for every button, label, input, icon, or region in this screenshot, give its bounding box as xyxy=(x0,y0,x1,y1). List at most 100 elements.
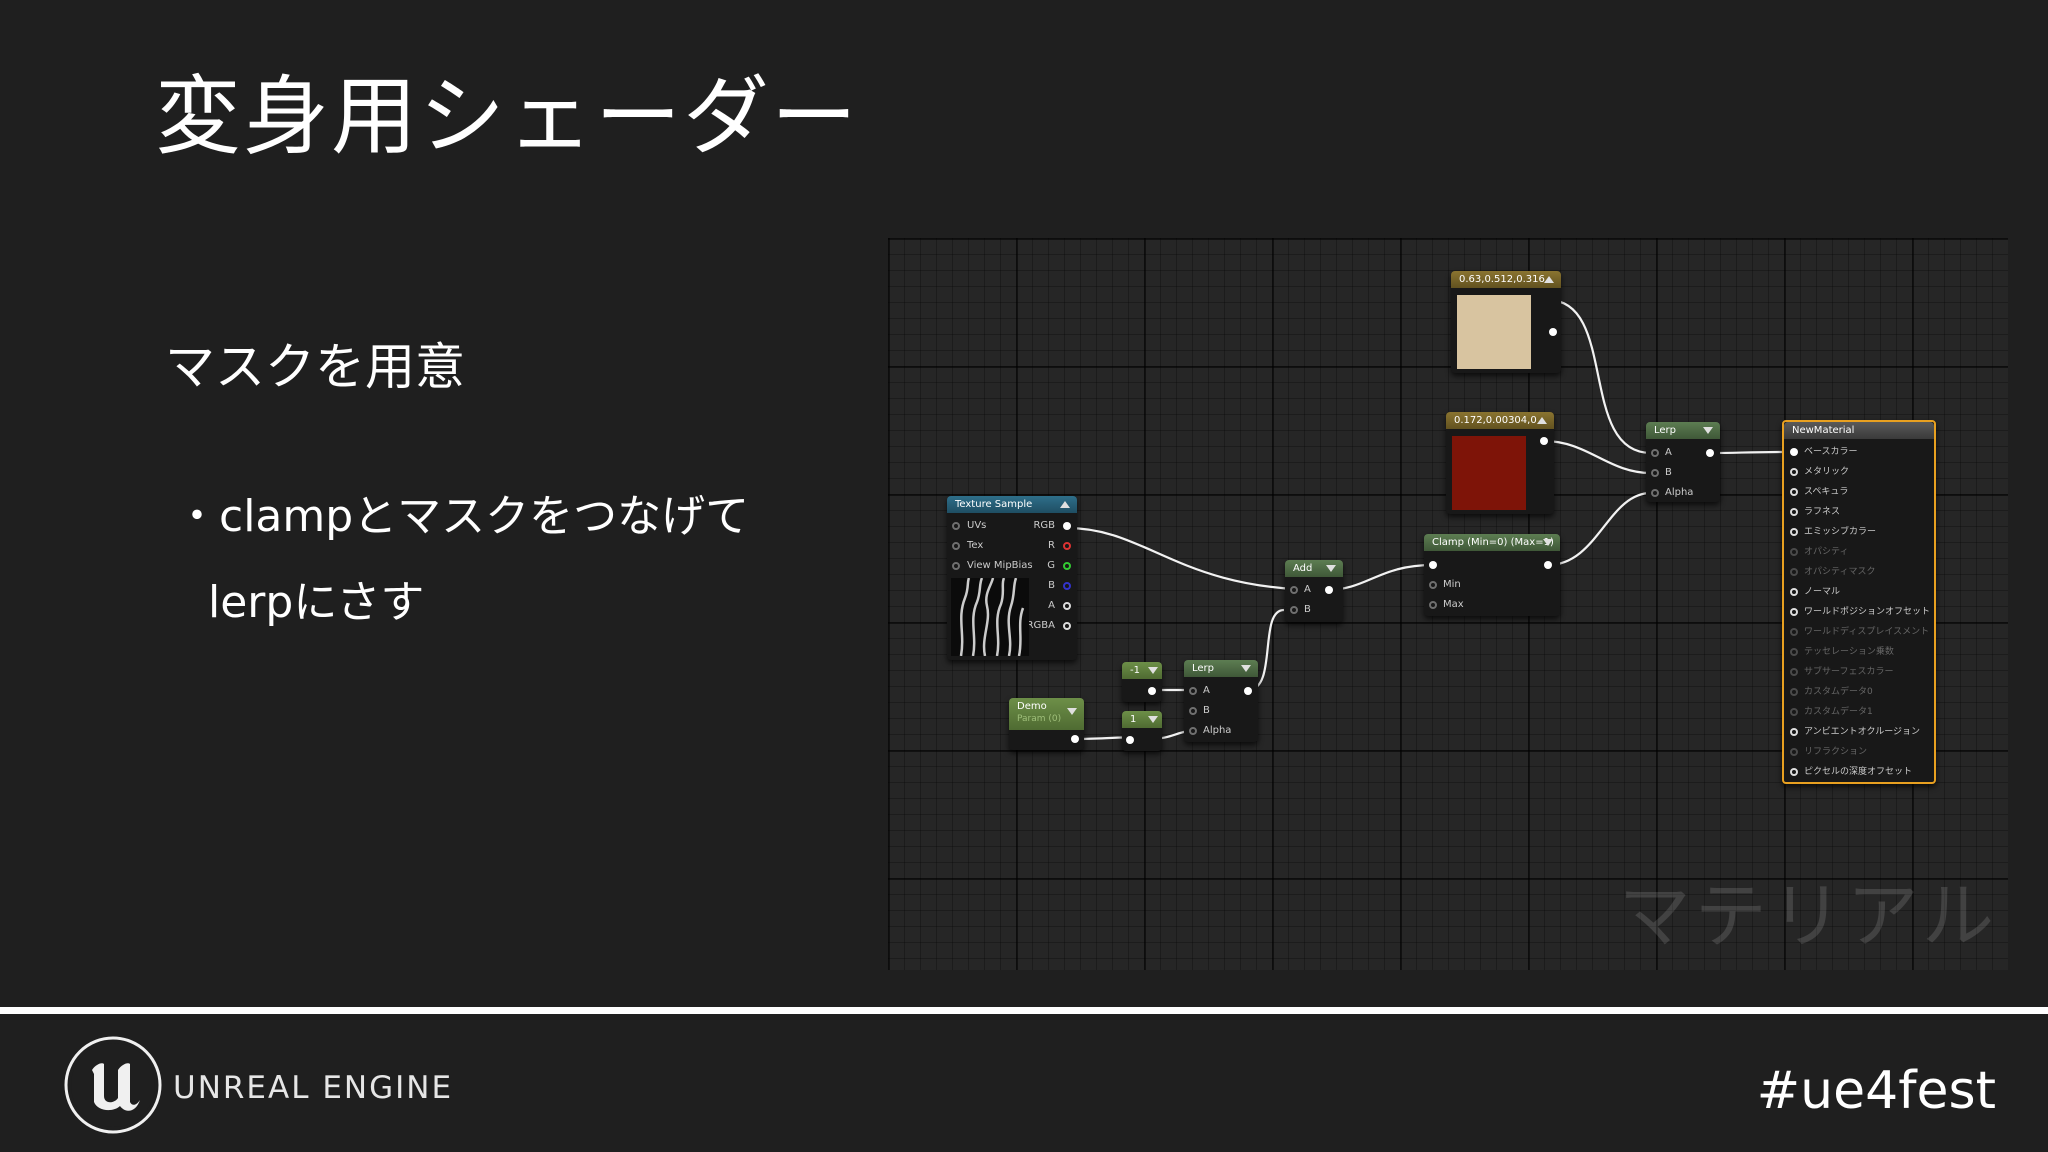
material-pin-label: オパシティ xyxy=(1804,547,1849,557)
input-pin-min-dot[interactable] xyxy=(1429,581,1437,589)
lerp-node-top[interactable]: Lerp A B Alpha xyxy=(1646,422,1720,502)
output-pin-rgb-dot[interactable] xyxy=(1063,522,1071,530)
output-pin-dot[interactable] xyxy=(1540,437,1548,445)
material-pin-label: ノーマル xyxy=(1804,587,1841,597)
collapse-arrow-icon[interactable] xyxy=(1148,667,1158,674)
pin-label-tex: Tex xyxy=(967,540,984,551)
input-pin-max-dot[interactable] xyxy=(1429,601,1437,609)
clamp-node[interactable]: Clamp (Min=0) (Max=1) Min Max xyxy=(1424,534,1560,616)
add-node[interactable]: Add A B xyxy=(1285,560,1343,622)
material-pin-dot[interactable] xyxy=(1790,608,1798,616)
input-pin-a-dot[interactable] xyxy=(1290,586,1298,594)
color-constant-node-1[interactable]: 0.63,0.512,0.316 xyxy=(1451,271,1561,373)
material-pin-dot[interactable] xyxy=(1790,568,1798,576)
node-title: Add xyxy=(1293,563,1313,574)
collapse-arrow-icon[interactable] xyxy=(1067,708,1077,715)
output-pin-a-dot[interactable] xyxy=(1063,602,1071,610)
constant-neg1-node[interactable]: -1 xyxy=(1122,662,1162,702)
material-input-pin[interactable]: オパシティ xyxy=(1784,542,1934,562)
new-material-result-node[interactable]: NewMaterial ベースカラーメタリックスペキュララフネスエミッシブカラー… xyxy=(1782,420,1936,784)
output-pin-dot[interactable] xyxy=(1706,449,1714,457)
input-pin-b-dot[interactable] xyxy=(1651,469,1659,477)
graph-watermark: マテリアル xyxy=(1618,874,1998,958)
pin-label-rgb: RGB xyxy=(1033,520,1055,531)
material-pin-dot[interactable] xyxy=(1790,728,1798,736)
output-pin-dot[interactable] xyxy=(1325,586,1333,594)
input-pin-mipbias-dot[interactable] xyxy=(952,562,960,570)
material-input-pin[interactable]: メタリック xyxy=(1784,462,1934,482)
collapse-arrow-icon[interactable] xyxy=(1544,276,1554,283)
collapse-arrow-icon[interactable] xyxy=(1148,716,1158,723)
demo-parameter-node[interactable]: Demo Param (0) xyxy=(1009,698,1084,750)
output-pin-r-dot[interactable] xyxy=(1063,542,1071,550)
material-input-pin[interactable]: カスタムデータ0 xyxy=(1784,682,1934,702)
collapse-arrow-icon[interactable] xyxy=(1326,565,1336,572)
output-pin-dot[interactable] xyxy=(1549,328,1557,336)
material-input-pin[interactable]: エミッシブカラー xyxy=(1784,522,1934,542)
material-pin-dot[interactable] xyxy=(1790,768,1798,776)
material-input-pin[interactable]: ノーマル xyxy=(1784,582,1934,602)
collapse-arrow-icon[interactable] xyxy=(1703,427,1713,434)
output-pin-rgba-dot[interactable] xyxy=(1063,622,1071,630)
material-input-pin[interactable]: カスタムデータ1 xyxy=(1784,702,1934,722)
footer-divider xyxy=(0,1007,2048,1014)
output-pin-g-dot[interactable] xyxy=(1063,562,1071,570)
material-pin-dot[interactable] xyxy=(1790,628,1798,636)
color-constant-node-2[interactable]: 0.172,0.00304,0 xyxy=(1446,412,1554,514)
bullet-point: ・clampとマスクをつなげて lerpにさす xyxy=(175,474,749,646)
material-input-pin[interactable]: オパシティマスク xyxy=(1784,562,1934,582)
material-pin-dot[interactable] xyxy=(1790,668,1798,676)
pin-label-alpha: Alpha xyxy=(1203,725,1232,736)
pin-label-b: B xyxy=(1203,705,1210,716)
input-pin-uvs-dot[interactable] xyxy=(952,522,960,530)
input-pin-dot[interactable] xyxy=(1429,561,1437,569)
material-input-pin[interactable]: サブサーフェスカラー xyxy=(1784,662,1934,682)
color-swatch xyxy=(1457,295,1531,369)
material-pin-dot[interactable] xyxy=(1790,548,1798,556)
material-input-pin[interactable]: ベースカラー xyxy=(1784,442,1934,462)
input-pin-alpha-dot[interactable] xyxy=(1651,489,1659,497)
output-pin-dot[interactable] xyxy=(1244,687,1252,695)
material-input-pin[interactable]: テッセレーション乗数 xyxy=(1784,642,1934,662)
output-pin-dot[interactable] xyxy=(1148,687,1156,695)
input-pin-b-dot[interactable] xyxy=(1290,606,1298,614)
material-pin-dot[interactable] xyxy=(1790,648,1798,656)
input-pin-tex-dot[interactable] xyxy=(952,542,960,550)
texture-sample-node[interactable]: Texture Sample UVs Tex View MipBias RGB … xyxy=(947,496,1077,660)
material-pin-dot[interactable] xyxy=(1790,508,1798,516)
input-pin-a-dot[interactable] xyxy=(1651,449,1659,457)
material-pin-dot[interactable] xyxy=(1790,708,1798,716)
output-pin-dot[interactable] xyxy=(1544,561,1552,569)
material-pin-dot[interactable] xyxy=(1790,588,1798,596)
material-pin-dot[interactable] xyxy=(1790,748,1798,756)
material-pin-dot[interactable] xyxy=(1790,448,1798,456)
output-pin-dot[interactable] xyxy=(1126,736,1134,744)
material-graph-canvas[interactable]: 0.63,0.512,0.316 0.172,0.00304,0 Lerp A … xyxy=(888,238,2008,970)
material-input-pin[interactable]: アンビエントオクルージョン xyxy=(1784,722,1934,742)
material-input-pin[interactable]: スペキュラ xyxy=(1784,482,1934,502)
node-header: 0.63,0.512,0.316 xyxy=(1451,271,1561,288)
material-pin-dot[interactable] xyxy=(1790,468,1798,476)
material-pin-dot[interactable] xyxy=(1790,688,1798,696)
collapse-arrow-icon[interactable] xyxy=(1060,501,1070,508)
material-input-pin[interactable]: ワールドディスプレイスメント xyxy=(1784,622,1934,642)
material-input-pin[interactable]: ピクセルの深度オフセット xyxy=(1784,762,1934,782)
material-input-pin[interactable]: ワールドポジションオフセット xyxy=(1784,602,1934,622)
input-pin-b-dot[interactable] xyxy=(1189,707,1197,715)
input-pin-a-dot[interactable] xyxy=(1189,687,1197,695)
output-pin-dot[interactable] xyxy=(1071,735,1079,743)
collapse-arrow-icon[interactable] xyxy=(1543,539,1553,546)
collapse-arrow-icon[interactable] xyxy=(1537,417,1547,424)
pin-label-rgba: RGBA xyxy=(1026,620,1055,631)
output-pin-b-dot[interactable] xyxy=(1063,582,1071,590)
material-input-pin[interactable]: リフラクション xyxy=(1784,742,1934,762)
collapse-arrow-icon[interactable] xyxy=(1241,665,1251,672)
material-pin-label: リフラクション xyxy=(1804,747,1868,757)
material-pin-dot[interactable] xyxy=(1790,528,1798,536)
material-input-pin[interactable]: ラフネス xyxy=(1784,502,1934,522)
input-pin-alpha-dot[interactable] xyxy=(1189,727,1197,735)
constant-1-node[interactable]: 1 xyxy=(1122,711,1162,751)
lerp-node-bottom[interactable]: Lerp A B Alpha xyxy=(1184,660,1258,742)
material-pin-dot[interactable] xyxy=(1790,488,1798,496)
material-pin-label: カスタムデータ1 xyxy=(1804,707,1873,717)
